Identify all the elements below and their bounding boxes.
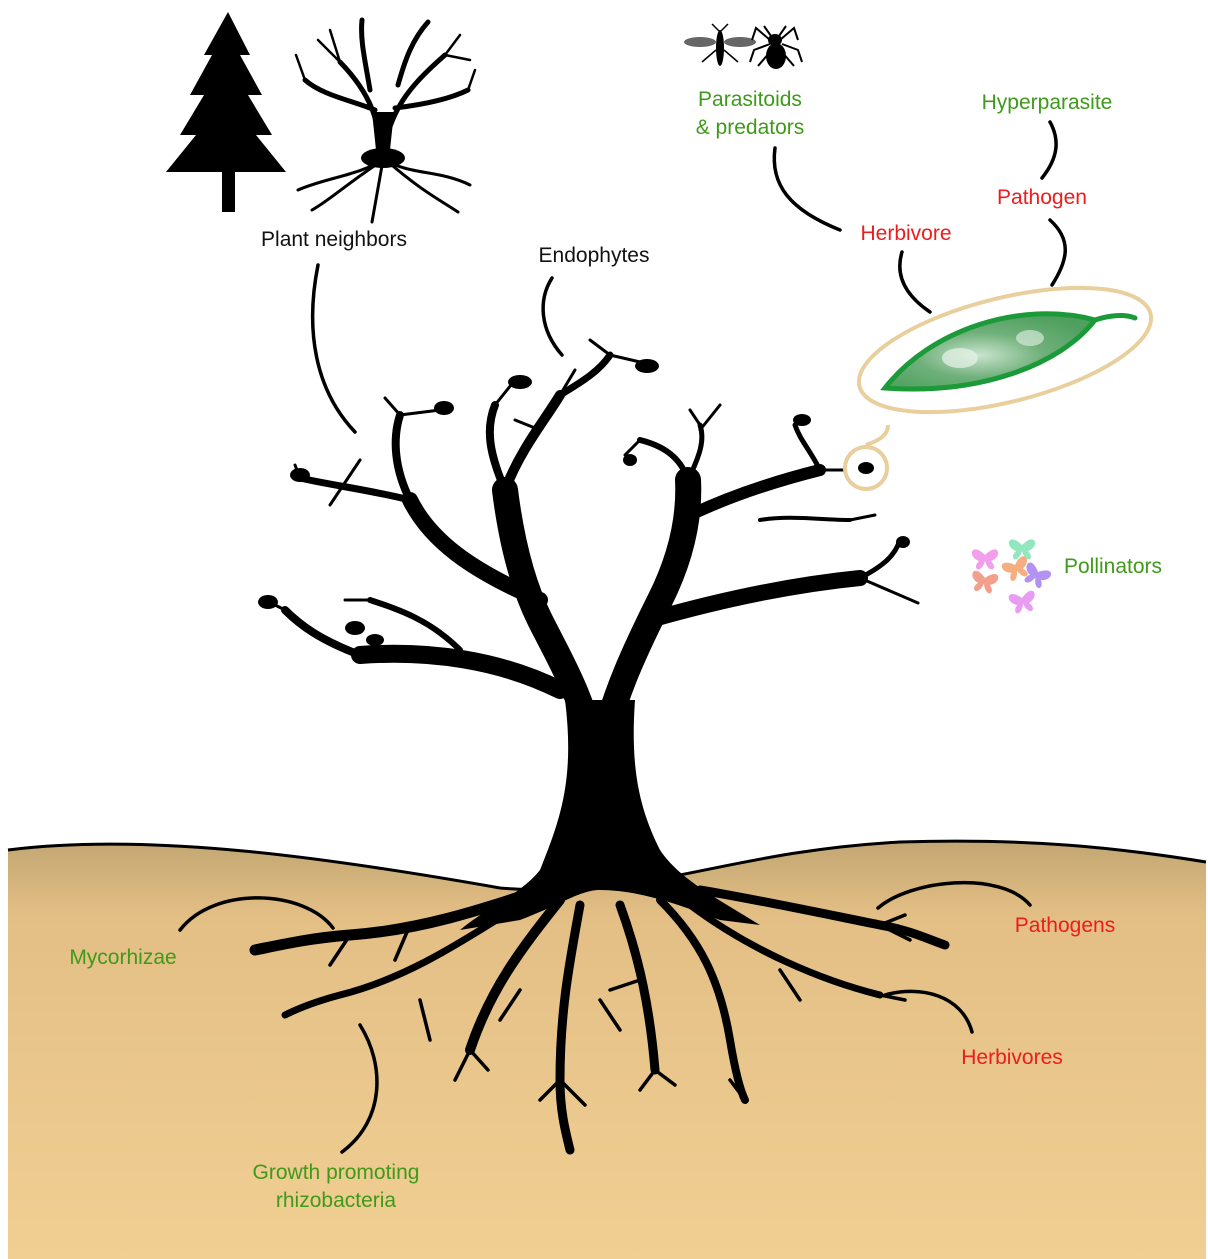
label-endophytes: Endophytes xyxy=(538,244,650,267)
label-mycorhizae: Mycorhizae xyxy=(69,946,177,969)
label-rhizobacteria-line1: Growth promoting xyxy=(252,1161,420,1184)
connector-herbivore xyxy=(898,250,932,314)
label-rhizobacteria-line2: rhizobacteria xyxy=(275,1189,397,1212)
butterfly-cluster-icon xyxy=(971,539,1052,614)
wasp-icon xyxy=(684,23,756,66)
label-herbivore: Herbivore xyxy=(860,222,952,245)
deciduous-tree-icon xyxy=(294,17,477,224)
connector-hyperparasite xyxy=(1040,120,1058,180)
label-herbivores: Herbivores xyxy=(961,1046,1063,1069)
label-growth-promoting-rhizobacteria: Growth promoting rhizobacteria xyxy=(253,1159,420,1215)
conifer-tree-icon xyxy=(166,12,286,212)
connector-mycorhizae xyxy=(178,896,335,932)
connector-plant-neighbors xyxy=(310,263,357,434)
leaf-callout xyxy=(843,285,1154,491)
connector-pathogens xyxy=(876,880,1032,910)
connector-pathogen xyxy=(1048,218,1067,287)
label-parasitoids-line2: & predators xyxy=(695,116,805,139)
label-plant-neighbors: Plant neighbors xyxy=(261,228,407,251)
connector-herbivores xyxy=(883,989,974,1034)
spider-icon xyxy=(749,25,803,69)
leaf-icon xyxy=(880,311,1138,392)
label-pathogens: Pathogens xyxy=(1014,914,1116,937)
connector-parasitoids xyxy=(772,146,842,232)
connector-lines xyxy=(178,120,1067,1154)
connector-endophytes xyxy=(541,276,564,357)
connector-rhizobacteria xyxy=(340,1023,379,1154)
label-pathogen: Pathogen xyxy=(997,186,1087,209)
label-parasitoids-predators: Parasitoids & predators xyxy=(696,86,805,142)
label-pollinators: Pollinators xyxy=(1064,555,1163,578)
main-tree-silhouette xyxy=(249,338,950,1155)
label-parasitoids-line1: Parasitoids xyxy=(698,88,802,111)
label-hyperparasite: Hyperparasite xyxy=(981,91,1113,114)
